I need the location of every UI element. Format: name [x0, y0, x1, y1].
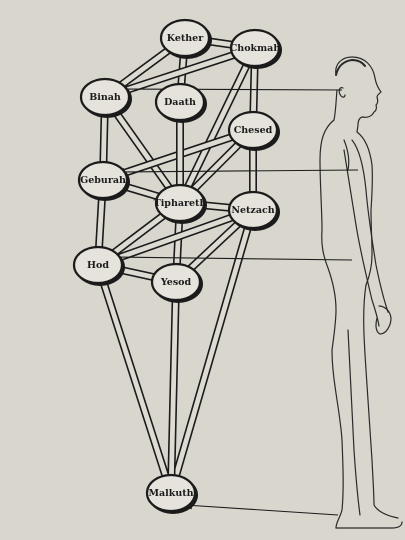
- sephira-tiphareth: Tiphareth: [154, 183, 207, 224]
- neck-back: [333, 89, 338, 121]
- sephira-netzach-label: Netzach: [231, 205, 274, 216]
- sephira-kether-circle: [159, 18, 211, 58]
- feet: [335, 521, 403, 529]
- sephira-netzach: Netzach: [227, 190, 280, 231]
- sephira-netzach-circle: [227, 190, 279, 230]
- sephira-yesod-label: Yesod: [160, 277, 192, 288]
- head-outline: [335, 56, 382, 133]
- sephira-chesed: Chesed: [227, 110, 280, 151]
- arrow-feet-to-malkuth: [184, 501, 339, 516]
- arm-outline: [351, 139, 389, 313]
- sephira-tiphareth-circle: [154, 183, 206, 223]
- sephira-geburah-circle: [77, 160, 129, 200]
- correspondence-arrows: [111, 85, 359, 516]
- sephira-chokmah: Chokmah: [229, 28, 282, 69]
- sephira-kether: Kether: [159, 18, 212, 59]
- sephira-binah: Binah: [79, 77, 132, 118]
- sephira-kether-label: Kether: [167, 33, 204, 44]
- front-outline: [356, 131, 374, 286]
- sephira-daath: Daath: [154, 82, 207, 123]
- front-leg: [363, 284, 399, 519]
- sephira-geburah: Geburah: [77, 160, 130, 201]
- sephira-binah-label: Binah: [89, 92, 121, 103]
- sephira-chesed-circle: [227, 110, 279, 150]
- sephira-hod-label: Hod: [87, 260, 109, 271]
- sephira-hod: Hod: [72, 245, 125, 286]
- chest-line: [343, 139, 350, 171]
- sephira-hod-circle: [72, 245, 124, 285]
- sephira-chesed-label: Chesed: [234, 125, 273, 136]
- arrow-waist-to-hod: [111, 253, 353, 262]
- hair: [335, 59, 366, 76]
- sephira-chokmah-circle: [229, 28, 281, 68]
- human-figure: [319, 56, 403, 529]
- sephira-tiphareth-label: Tiphareth: [154, 198, 207, 209]
- sephira-yesod-circle: [150, 262, 202, 302]
- arm-inner: [343, 149, 380, 327]
- ear: [338, 87, 346, 98]
- sephira-yesod: Yesod: [150, 262, 203, 303]
- inner-leg: [347, 329, 361, 516]
- hand: [375, 305, 392, 335]
- sephira-malkuth-label: Malkuth: [148, 488, 193, 499]
- sephira-malkuth: Malkuth: [145, 473, 198, 514]
- sephira-malkuth-circle: [145, 473, 197, 513]
- sephira-binah-circle: [79, 77, 131, 117]
- back-outline: [319, 119, 337, 351]
- sephira-chokmah-label: Chokmah: [230, 43, 281, 54]
- back-leg: [331, 349, 344, 529]
- sephira-geburah-label: Geburah: [80, 175, 126, 186]
- sephira-daath-label: Daath: [164, 97, 196, 108]
- sephira-daath-circle: [154, 82, 206, 122]
- arrow-chest-to-geburah: [116, 167, 359, 176]
- arrow-head-to-binah: [118, 85, 343, 94]
